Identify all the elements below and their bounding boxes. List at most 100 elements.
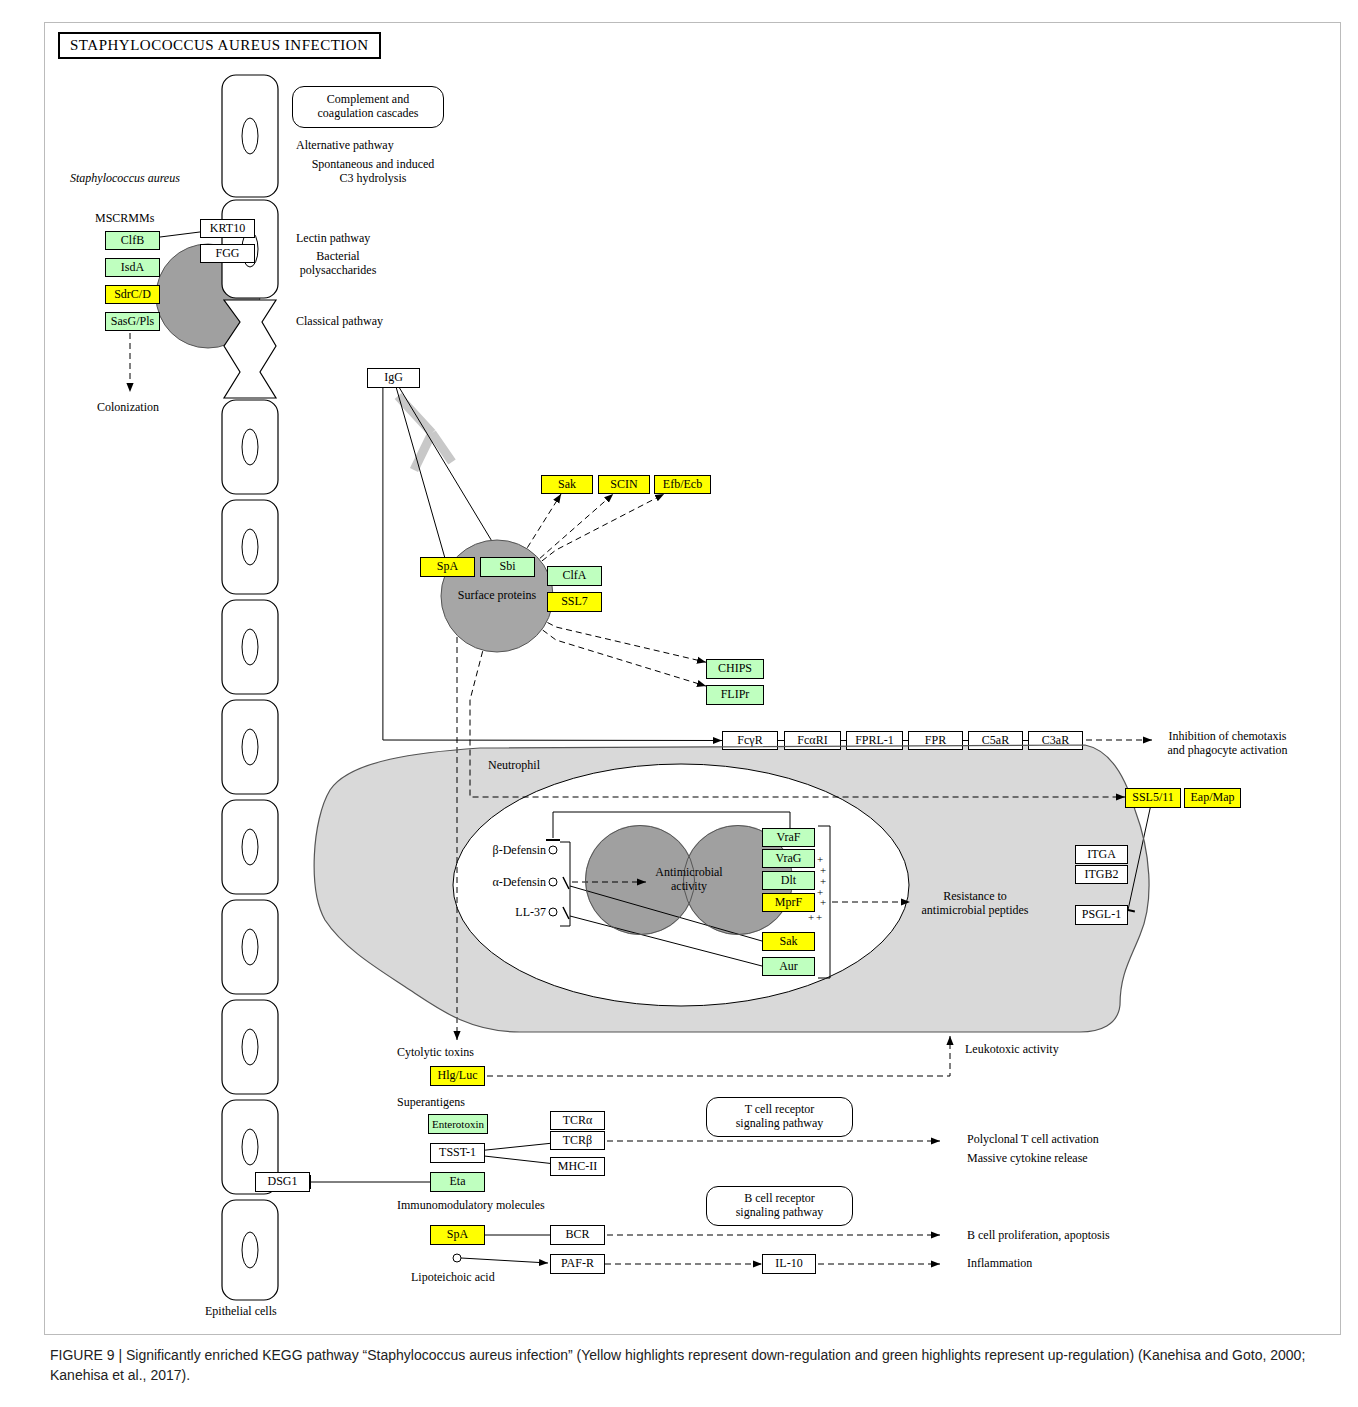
pathway-link-box: B cell receptor signaling pathway (706, 1186, 853, 1226)
gene-box: Sak (762, 932, 815, 951)
gene-box: SpA (430, 1225, 485, 1245)
gene-box: SdrC/D (105, 285, 160, 304)
plus-sign: + (816, 911, 822, 924)
annotation-label: α-Defensin (478, 875, 546, 889)
epithelial-cells (222, 800, 278, 894)
inhibition-bar (546, 839, 560, 841)
gene-box: Dlt (762, 871, 815, 890)
node-text: IsdA (121, 261, 144, 275)
gene-box: IsdA (105, 258, 160, 277)
compound-circles (549, 878, 557, 886)
node-text: Neutrophil (488, 759, 540, 773)
diagram-title: STAPHYLOCOCCUS AUREUS INFECTION (58, 32, 381, 59)
node-text: ITGA (1087, 848, 1116, 862)
cell-nuclei (242, 118, 258, 154)
gene-box: Efb/Ecb (654, 475, 711, 494)
cell-outline (314, 745, 1149, 1032)
node-text: SSL7 (561, 595, 588, 609)
dashed-arrow (832, 902, 910, 903)
epithelial-cells (222, 700, 278, 794)
gene-box: FPRL-1 (846, 731, 903, 750)
gene-box: Enterotoxin (428, 1114, 488, 1134)
node-text: Sak (558, 478, 576, 492)
node-text: TCRβ (563, 1134, 592, 1148)
node-text: Antimicrobial activity (649, 866, 729, 894)
node-text: SpA (447, 1228, 468, 1242)
gene-box: PSGL-1 (1075, 905, 1128, 925)
neutrophil-fill (314, 745, 1149, 1032)
cell-nuclei (242, 1232, 258, 1268)
annotation-label: LL-37 (478, 905, 546, 919)
annotation-label: Alternative pathway (296, 138, 394, 152)
neutrophil-cell-outline (310, 743, 1158, 1035)
cell-nuclei (242, 118, 258, 1268)
gene-box: Sbi (480, 557, 535, 577)
plus-sign: + (808, 911, 814, 924)
cell-nuclei (242, 629, 258, 665)
node-text: Sbi (499, 560, 515, 574)
node-text: T cell receptor signaling pathway (730, 1103, 830, 1131)
gene-box: FPR (908, 731, 963, 750)
annotation-label: Cytolytic toxins (397, 1045, 474, 1059)
gene-box: ITGB2 (1075, 865, 1128, 884)
dashed-arrow (607, 1235, 940, 1236)
gene-box: FGG (200, 244, 255, 263)
gene-box: Hlg/Luc (430, 1066, 485, 1086)
inhibition-mark (563, 877, 569, 919)
gene-box: Sak (541, 475, 593, 494)
connector-line (547, 623, 706, 663)
epithelial-cells (224, 300, 276, 398)
node-text: TCRα (563, 1114, 593, 1128)
node-text: MHC-II (558, 1160, 597, 1174)
epithelial-cells (222, 1000, 278, 1094)
annotation-label: Massive cytokine release (967, 1151, 1088, 1165)
node-text: Eta (450, 1175, 466, 1189)
plus-sign: + (820, 896, 826, 909)
pathway-link-box: T cell receptor signaling pathway (706, 1097, 853, 1137)
node-text: FGG (215, 247, 239, 261)
node-text: Enterotoxin (432, 1118, 484, 1131)
node-text: FLIPr (721, 688, 750, 702)
annotation-label: Staphylococcus aureus (70, 171, 180, 185)
gene-box: ITGA (1075, 845, 1128, 864)
annotation-label: Resistance to antimicrobial peptides (914, 889, 1036, 918)
node-text: FPRL-1 (855, 734, 894, 748)
node-text: TSST-1 (439, 1146, 476, 1160)
pathway-link-box: Complement and coagulation cascades (292, 86, 444, 128)
gene-box: VraG (762, 849, 815, 868)
gene-box: IL-10 (762, 1254, 816, 1274)
node-text: FcγR (737, 734, 762, 748)
node-text: Dlt (781, 874, 796, 888)
pathway-lines (130, 333, 1152, 1264)
node-text: SpA (437, 560, 458, 574)
node-text: SSL5/11 (1132, 791, 1174, 805)
node-text: Complement and coagulation cascades (309, 93, 427, 121)
figure-frame (45, 23, 1341, 1335)
annotation-label: Inhibition of chemotaxis and phagocyte a… (1160, 729, 1295, 758)
node-text: PSGL-1 (1082, 908, 1121, 922)
cell-nuclei (242, 829, 258, 865)
gene-box: Aur (762, 957, 815, 976)
inhibition-connector (310, 1182, 430, 1183)
connector-line (527, 494, 561, 548)
connector-line (542, 494, 664, 561)
gene-box: C5aR (968, 731, 1023, 750)
cell-nuclei (242, 729, 258, 765)
gene-box: TSST-1 (430, 1143, 485, 1163)
cell-nuclei (242, 429, 258, 465)
node-text: KRT10 (210, 222, 245, 236)
connector-line (383, 388, 722, 741)
annotation-label: Colonization (97, 400, 159, 414)
compound-circles (549, 908, 557, 916)
inhibition-line (553, 812, 790, 838)
node-text: VraG (776, 852, 802, 866)
annotation-label: β-Defensin (478, 843, 546, 857)
cell-nuclei (242, 1129, 258, 1165)
gene-box: BCR (550, 1225, 605, 1245)
gene-box: Eap/Map (1184, 788, 1241, 808)
annotation-label: Lipoteichoic acid (411, 1270, 495, 1284)
dashed-arrow (818, 1264, 940, 1265)
annotation-label: Inflammation (967, 1256, 1032, 1270)
annotation-label: Bacterial polysaccharides (288, 249, 388, 278)
connector-line (543, 630, 706, 686)
